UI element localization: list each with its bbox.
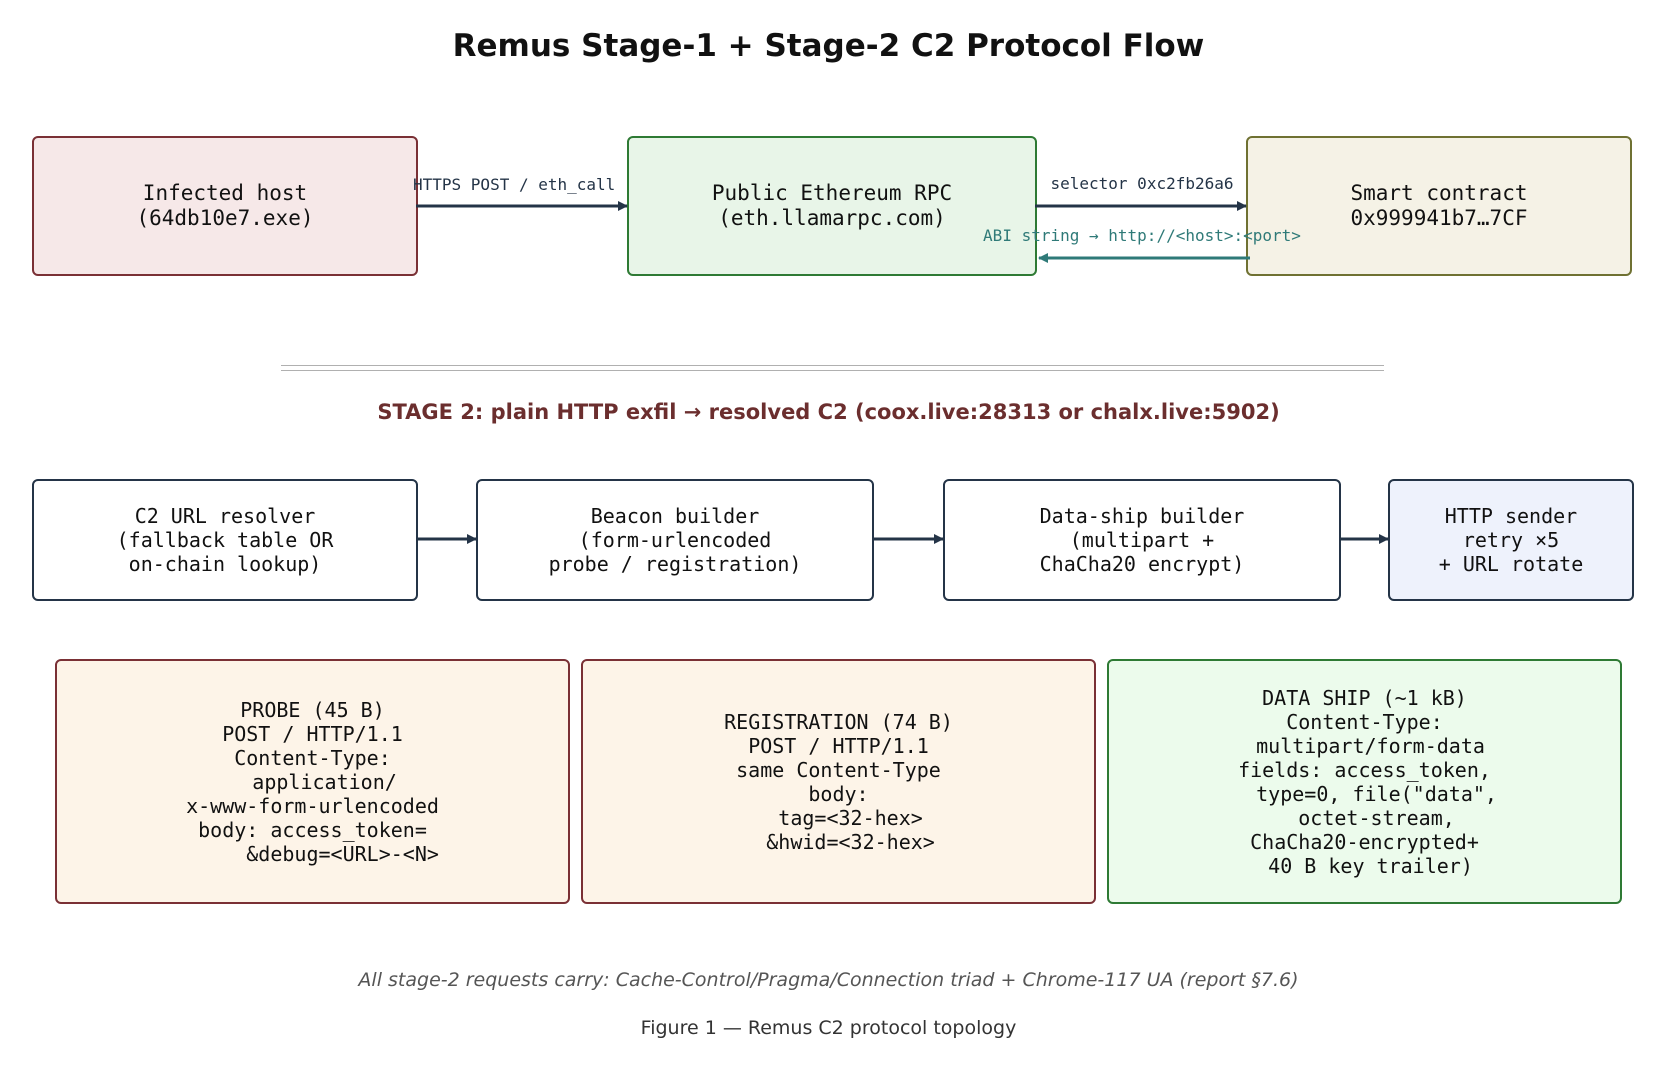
node-ethereum-rpc: Public Ethereum RPC (eth.llamarpc.com) [627, 136, 1037, 276]
msg-registration: REGISTRATION (74 B) POST / HTTP/1.1 same… [581, 659, 1096, 904]
node-data-ship-builder: Data-ship builder (multipart + ChaCha20 … [943, 479, 1341, 601]
node-beacon-builder: Beacon builder (form-urlencoded probe / … [476, 479, 874, 601]
edge-label-https-post: HTTPS POST / eth_call [413, 175, 615, 194]
msg-data-ship: DATA SHIP (~1 kB) Content-Type: multipar… [1107, 659, 1622, 904]
node-http-sender: HTTP sender retry ×5 + URL rotate [1388, 479, 1634, 601]
node-smart-contract: Smart contract 0x999941b7…7CF [1246, 136, 1632, 276]
diagram-title: Remus Stage-1 + Stage-2 C2 Protocol Flow [452, 28, 1205, 64]
node-infected-host: Infected host (64db10e7.exe) [32, 136, 418, 276]
node-c2-url-resolver: C2 URL resolver (fallback table OR on-ch… [32, 479, 418, 601]
edge-label-abi-string: ABI string → http://<host>:<port> [983, 226, 1301, 245]
figure-caption: Figure 1 — Remus C2 protocol topology [640, 1017, 1017, 1039]
footer-note: All stage-2 requests carry: Cache-Contro… [358, 969, 1299, 991]
stage2-heading: STAGE 2: plain HTTP exfil → resolved C2 … [377, 400, 1280, 424]
section-divider [281, 365, 1384, 371]
msg-probe: PROBE (45 B) POST / HTTP/1.1 Content-Typ… [55, 659, 570, 904]
edge-label-selector: selector 0xc2fb26a6 [1050, 174, 1233, 193]
